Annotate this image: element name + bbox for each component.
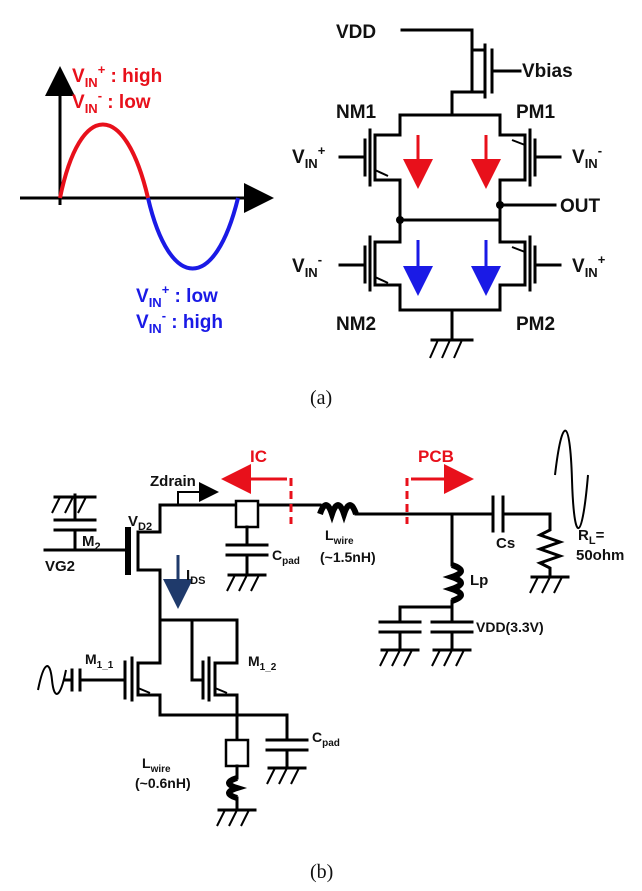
label-m1-1: M1_1: [85, 651, 114, 671]
label-lwire-bottom: Lwire: [142, 755, 171, 775]
ground-icon: [379, 648, 420, 667]
label-lwire-top-value: (~1.5nH): [320, 549, 376, 565]
pmos-pm2-arrow: [511, 246, 526, 253]
label-vdd: VDD: [336, 22, 376, 43]
label-rl: RL=: [578, 527, 605, 547]
label-pm2: PM2: [516, 314, 555, 335]
transistor-m1-2: [190, 618, 239, 717]
label-ic: IC: [250, 447, 267, 466]
ground-icon: [226, 573, 267, 592]
label-vin-minus-nm2: VIN-: [292, 252, 322, 280]
bondpad-box: [234, 499, 260, 529]
pmos-vbias-gate: [490, 48, 522, 94]
nmos-nm1-source-arrow: [374, 169, 389, 177]
label-vg2: VG2: [45, 558, 75, 575]
cpad-top: [225, 525, 269, 577]
wire-vdd-node: [378, 599, 474, 652]
label-vd2: VD2: [128, 513, 152, 533]
label-cpad-top: Cpad: [272, 547, 300, 567]
label-cs: Cs: [496, 535, 515, 552]
legend-vin-plus-low: VIN+ : low: [136, 282, 218, 310]
wire-m1-drain: [158, 618, 239, 652]
zdrain-arrow: [177, 482, 219, 505]
label-lwire-top: Lwire: [325, 527, 354, 547]
label-lwire-bottom-value: (~0.6nH): [135, 775, 191, 791]
ground-icon: [529, 575, 570, 594]
ground-icon: [216, 808, 257, 827]
wire-output-node: [398, 203, 557, 222]
label-pcb: PCB: [418, 447, 454, 466]
ground-icon: [431, 648, 472, 667]
label-out: OUT: [560, 196, 601, 217]
caption-a: (a): [310, 387, 332, 409]
label-nm2: NM2: [336, 314, 376, 335]
label-m1-2: M1_2: [248, 653, 277, 673]
nmos-nm2-arrow: [374, 276, 389, 284]
junction-right: [496, 201, 504, 209]
wire-vdd-rail: [400, 28, 487, 52]
wire-vg2-cap: [43, 493, 130, 552]
wire-source-node: [158, 713, 309, 770]
label-vin-minus-pm1: VIN-: [572, 143, 602, 171]
label-vbias: Vbias: [522, 61, 573, 82]
waveform: [20, 66, 274, 271]
m2-cascode: M2 VG2 VD2 Zdrain IDS: [43, 473, 219, 622]
output-sine-icon: [554, 429, 589, 530]
label-nm1: NM1: [336, 102, 377, 123]
input-sine-icon: [37, 665, 67, 695]
label-m2: M2: [82, 533, 101, 553]
label-vdd-supply: VDD(3.3V): [476, 619, 544, 635]
inductor-lp: [442, 562, 464, 604]
label-pm1: PM1: [516, 102, 556, 123]
label-rl-value: 50ohm: [576, 547, 624, 564]
legend-vin-minus-high: VIN- : high: [136, 308, 223, 336]
ground-icon: [429, 338, 474, 359]
panel-a: VIN+ : high VIN- : low VIN+ : low VIN- :…: [20, 22, 606, 409]
cap-cs: [491, 495, 552, 533]
bondpad-box-bottom: [224, 738, 250, 768]
nmos-nm1: [338, 113, 402, 222]
wire-tail-current: [398, 90, 502, 117]
inductor-lwire-bottom: [226, 775, 248, 801]
pmos-pm1-arrow: [511, 139, 526, 146]
inductor-lwire-top: [317, 502, 359, 524]
wire-ground-bottom: [398, 308, 502, 342]
legend-vin-minus-low: VIN- : low: [72, 88, 151, 116]
label-vin-plus-pm2: VIN+: [572, 252, 606, 280]
pmos-pm2: [498, 218, 562, 312]
waveform-negative-half: [146, 197, 240, 271]
pmos-pm1: [498, 113, 562, 222]
resistor-rl: [535, 512, 565, 579]
m2-channel: [136, 503, 180, 622]
legend-vin-plus-high: VIN+ : high: [72, 62, 162, 90]
waveform-positive-half: [58, 122, 150, 199]
caption-b: (b): [310, 861, 333, 883]
schematic-a: VDD Vbias NM1 PM1 VIN+ VIN-: [292, 22, 606, 359]
nmos-nm2: [338, 218, 402, 312]
panel-b: M2 VG2 VD2 Zdrain IDS Cpad: [37, 429, 624, 883]
label-ids: IDS: [186, 567, 205, 587]
label-zdrain: Zdrain: [150, 473, 196, 490]
label-cpad-bottom: Cpad: [312, 729, 340, 749]
label-lp: Lp: [470, 572, 488, 589]
transistor-m1-1: [63, 648, 162, 717]
ground-icon: [266, 766, 307, 785]
label-vin-plus-nm1: VIN+: [292, 143, 326, 171]
